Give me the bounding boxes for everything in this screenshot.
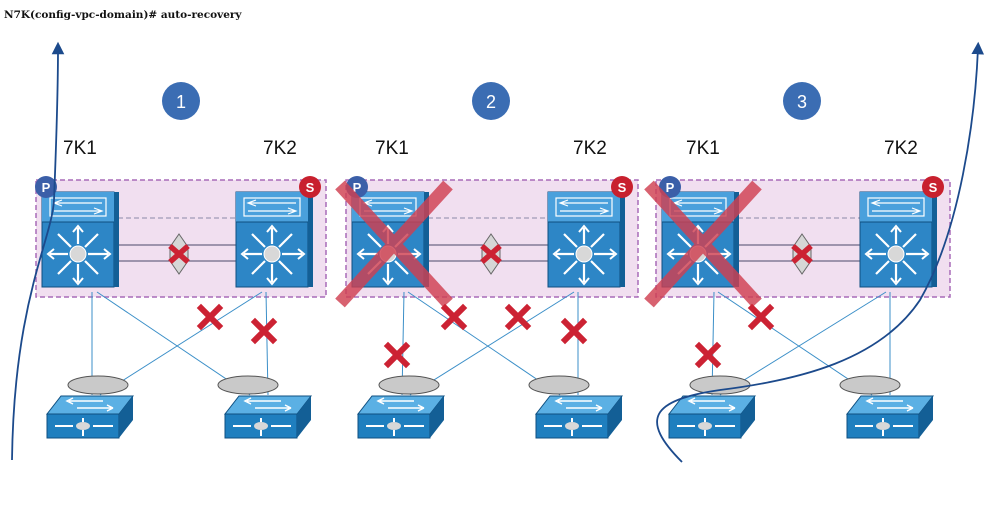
secondary-badge	[299, 176, 321, 198]
port-channel-ellipse	[217, 375, 279, 395]
access-switch-icon	[668, 395, 756, 439]
primary-badge	[35, 176, 57, 198]
panel-1-left-switch-label: 7K1	[63, 138, 97, 159]
panel-2-left-switch-label: 7K1	[375, 138, 409, 159]
link-fail-x-icon	[699, 346, 717, 364]
switch-failure-x-icon	[644, 180, 762, 308]
step-3-circle	[783, 82, 821, 120]
access-switch-icon	[846, 395, 934, 439]
step-2-circle	[472, 82, 510, 120]
nexus-7k2-switch-icon	[234, 190, 315, 289]
panel-2: 2 7K1 7K2 P S	[335, 82, 639, 439]
port-channel-ellipse	[67, 375, 129, 395]
link-fail-x-icon	[388, 346, 406, 364]
step-1-number: 1	[176, 92, 186, 112]
cli-command: N7K(config-vpc-domain)# auto-recovery	[4, 9, 242, 21]
link-fail-x-icon	[565, 322, 583, 340]
step-1-circle	[162, 82, 200, 120]
switch-failure-x-icon	[335, 180, 453, 308]
secondary-badge-label: S	[306, 180, 315, 195]
primary-badge-label: P	[666, 180, 675, 195]
access-switch-icon	[357, 395, 445, 439]
panel-3-left-switch-label: 7K1	[686, 138, 720, 159]
step-3-number: 3	[797, 92, 807, 112]
port-channel-ellipse	[839, 375, 901, 395]
secondary-badge-label: S	[618, 180, 627, 195]
link-fail-x-icon	[255, 322, 273, 340]
port-channel-ellipse	[528, 375, 590, 395]
nexus-7k2-switch-icon	[546, 190, 627, 289]
access-switch-icon	[224, 395, 312, 439]
link-fail-x-icon	[509, 308, 527, 326]
link-fail-x-icon	[201, 308, 219, 326]
port-channel-ellipse	[689, 375, 751, 395]
step-2-number: 2	[486, 92, 496, 112]
nexus-7k2-switch-icon	[858, 190, 939, 289]
panel-2-right-switch-label: 7K2	[573, 138, 607, 159]
primary-badge-label: P	[353, 180, 362, 195]
traffic-arrow	[11, 41, 65, 461]
secondary-badge	[611, 176, 633, 198]
panel-1: 1 7K1 7K2 P S	[11, 41, 327, 461]
secondary-badge	[922, 176, 944, 198]
access-switch-icon	[46, 395, 134, 439]
secondary-badge-label: S	[929, 180, 938, 195]
traffic-arrow	[656, 41, 985, 463]
access-switch-icon	[535, 395, 623, 439]
panel-1-right-switch-label: 7K2	[263, 138, 297, 159]
panel-3: 3 7K1 7K2 P S	[644, 41, 985, 463]
port-channel-ellipse	[378, 375, 440, 395]
primary-badge-label: P	[42, 180, 51, 195]
panel-3-right-switch-label: 7K2	[884, 138, 918, 159]
